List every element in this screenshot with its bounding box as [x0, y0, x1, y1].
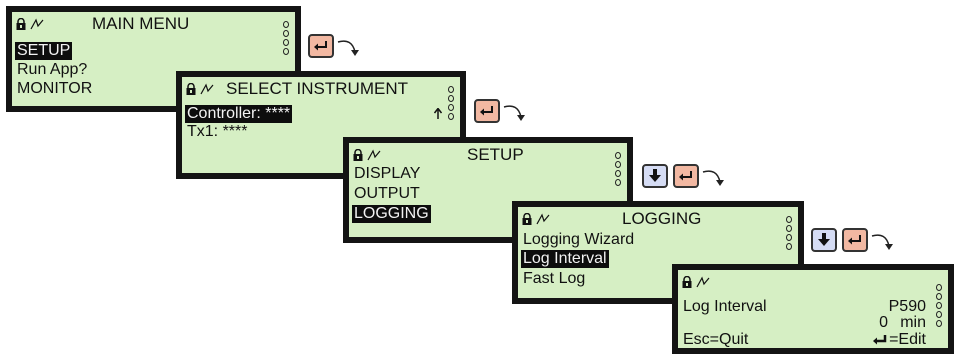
enter-key-icon — [314, 41, 327, 51]
signal-wave-icon — [30, 18, 44, 30]
setup-item-logging[interactable]: LOGGING — [352, 205, 431, 223]
esc-quit-hint[interactable]: Esc=Quit — [683, 331, 749, 348]
down-arrow-key-icon — [818, 233, 830, 246]
scroll-indicator — [615, 152, 621, 186]
status-icons — [681, 276, 710, 288]
parameter-value[interactable]: 0 — [879, 314, 888, 331]
enter-key-button-1[interactable] — [308, 34, 334, 58]
flow-arrow-1 — [337, 40, 359, 56]
parameter-label: Log Interval — [683, 298, 767, 315]
flow-arrow-2 — [503, 105, 525, 121]
lock-icon — [682, 276, 692, 288]
status-icons — [521, 213, 550, 225]
down-key-button-1[interactable] — [642, 164, 668, 188]
edit-hint[interactable]: =Edit — [889, 331, 926, 348]
enter-key-icon — [480, 106, 493, 116]
lock-icon — [353, 149, 363, 161]
select-instrument-title: SELECT INSTRUMENT — [226, 79, 408, 98]
scroll-indicator — [936, 284, 942, 327]
setup-item-display[interactable]: DISPLAY — [354, 165, 421, 182]
log-interval-lcd: Log Interval P590 0 min Esc=Quit =Edit — [678, 270, 948, 348]
scroll-indicator — [786, 216, 792, 250]
main-menu-title: MAIN MENU — [92, 14, 190, 33]
enter-key-button-3[interactable] — [673, 164, 699, 188]
lock-icon — [522, 213, 532, 225]
down-key-button-2[interactable] — [811, 228, 837, 252]
scroll-indicator — [448, 86, 454, 120]
main-menu-screen: MAIN MENU SETUP Run App? MONITOR — [6, 6, 301, 112]
flow-arrow-4 — [871, 234, 893, 250]
select-instrument-screen: SELECT INSTRUMENT Controller: **** Tx1: … — [176, 71, 466, 179]
setup-title: SETUP — [467, 145, 524, 164]
enter-key-icon — [873, 335, 887, 345]
status-icons — [352, 149, 381, 161]
lock-icon — [186, 83, 196, 95]
log-interval-screen: Log Interval P590 0 min Esc=Quit =Edit — [672, 264, 954, 354]
status-icons — [185, 83, 214, 95]
enter-key-icon — [679, 171, 692, 181]
scroll-indicator — [283, 21, 289, 55]
up-arrow-icon — [434, 108, 442, 119]
instrument-item-controller[interactable]: Controller: **** — [185, 105, 293, 123]
flow-arrow-3 — [702, 170, 724, 186]
logging-title: LOGGING — [622, 209, 702, 228]
setup-item-output[interactable]: OUTPUT — [354, 185, 420, 202]
logging-item-log-interval[interactable]: Log Interval — [521, 250, 609, 268]
menu-item-run-app[interactable]: Run App? — [17, 61, 88, 78]
signal-wave-icon — [696, 276, 710, 288]
signal-wave-icon — [367, 149, 381, 161]
parameter-code: P590 — [888, 298, 926, 315]
main-menu-lcd: MAIN MENU SETUP Run App? MONITOR — [12, 12, 295, 106]
enter-key-button-2[interactable] — [474, 99, 500, 123]
enter-key-icon — [848, 235, 861, 245]
enter-key-button-4[interactable] — [842, 228, 868, 252]
lock-icon — [16, 18, 26, 30]
status-icons — [15, 18, 44, 30]
menu-item-setup[interactable]: SETUP — [15, 42, 73, 60]
logging-item-fast-log[interactable]: Fast Log — [523, 270, 586, 287]
signal-wave-icon — [536, 213, 550, 225]
signal-wave-icon — [200, 83, 214, 95]
instrument-item-tx1[interactable]: Tx1: **** — [187, 123, 248, 140]
parameter-unit: min — [900, 314, 926, 331]
menu-item-monitor[interactable]: MONITOR — [17, 80, 93, 97]
down-arrow-key-icon — [649, 169, 661, 182]
logging-item-wizard[interactable]: Logging Wizard — [523, 231, 635, 248]
